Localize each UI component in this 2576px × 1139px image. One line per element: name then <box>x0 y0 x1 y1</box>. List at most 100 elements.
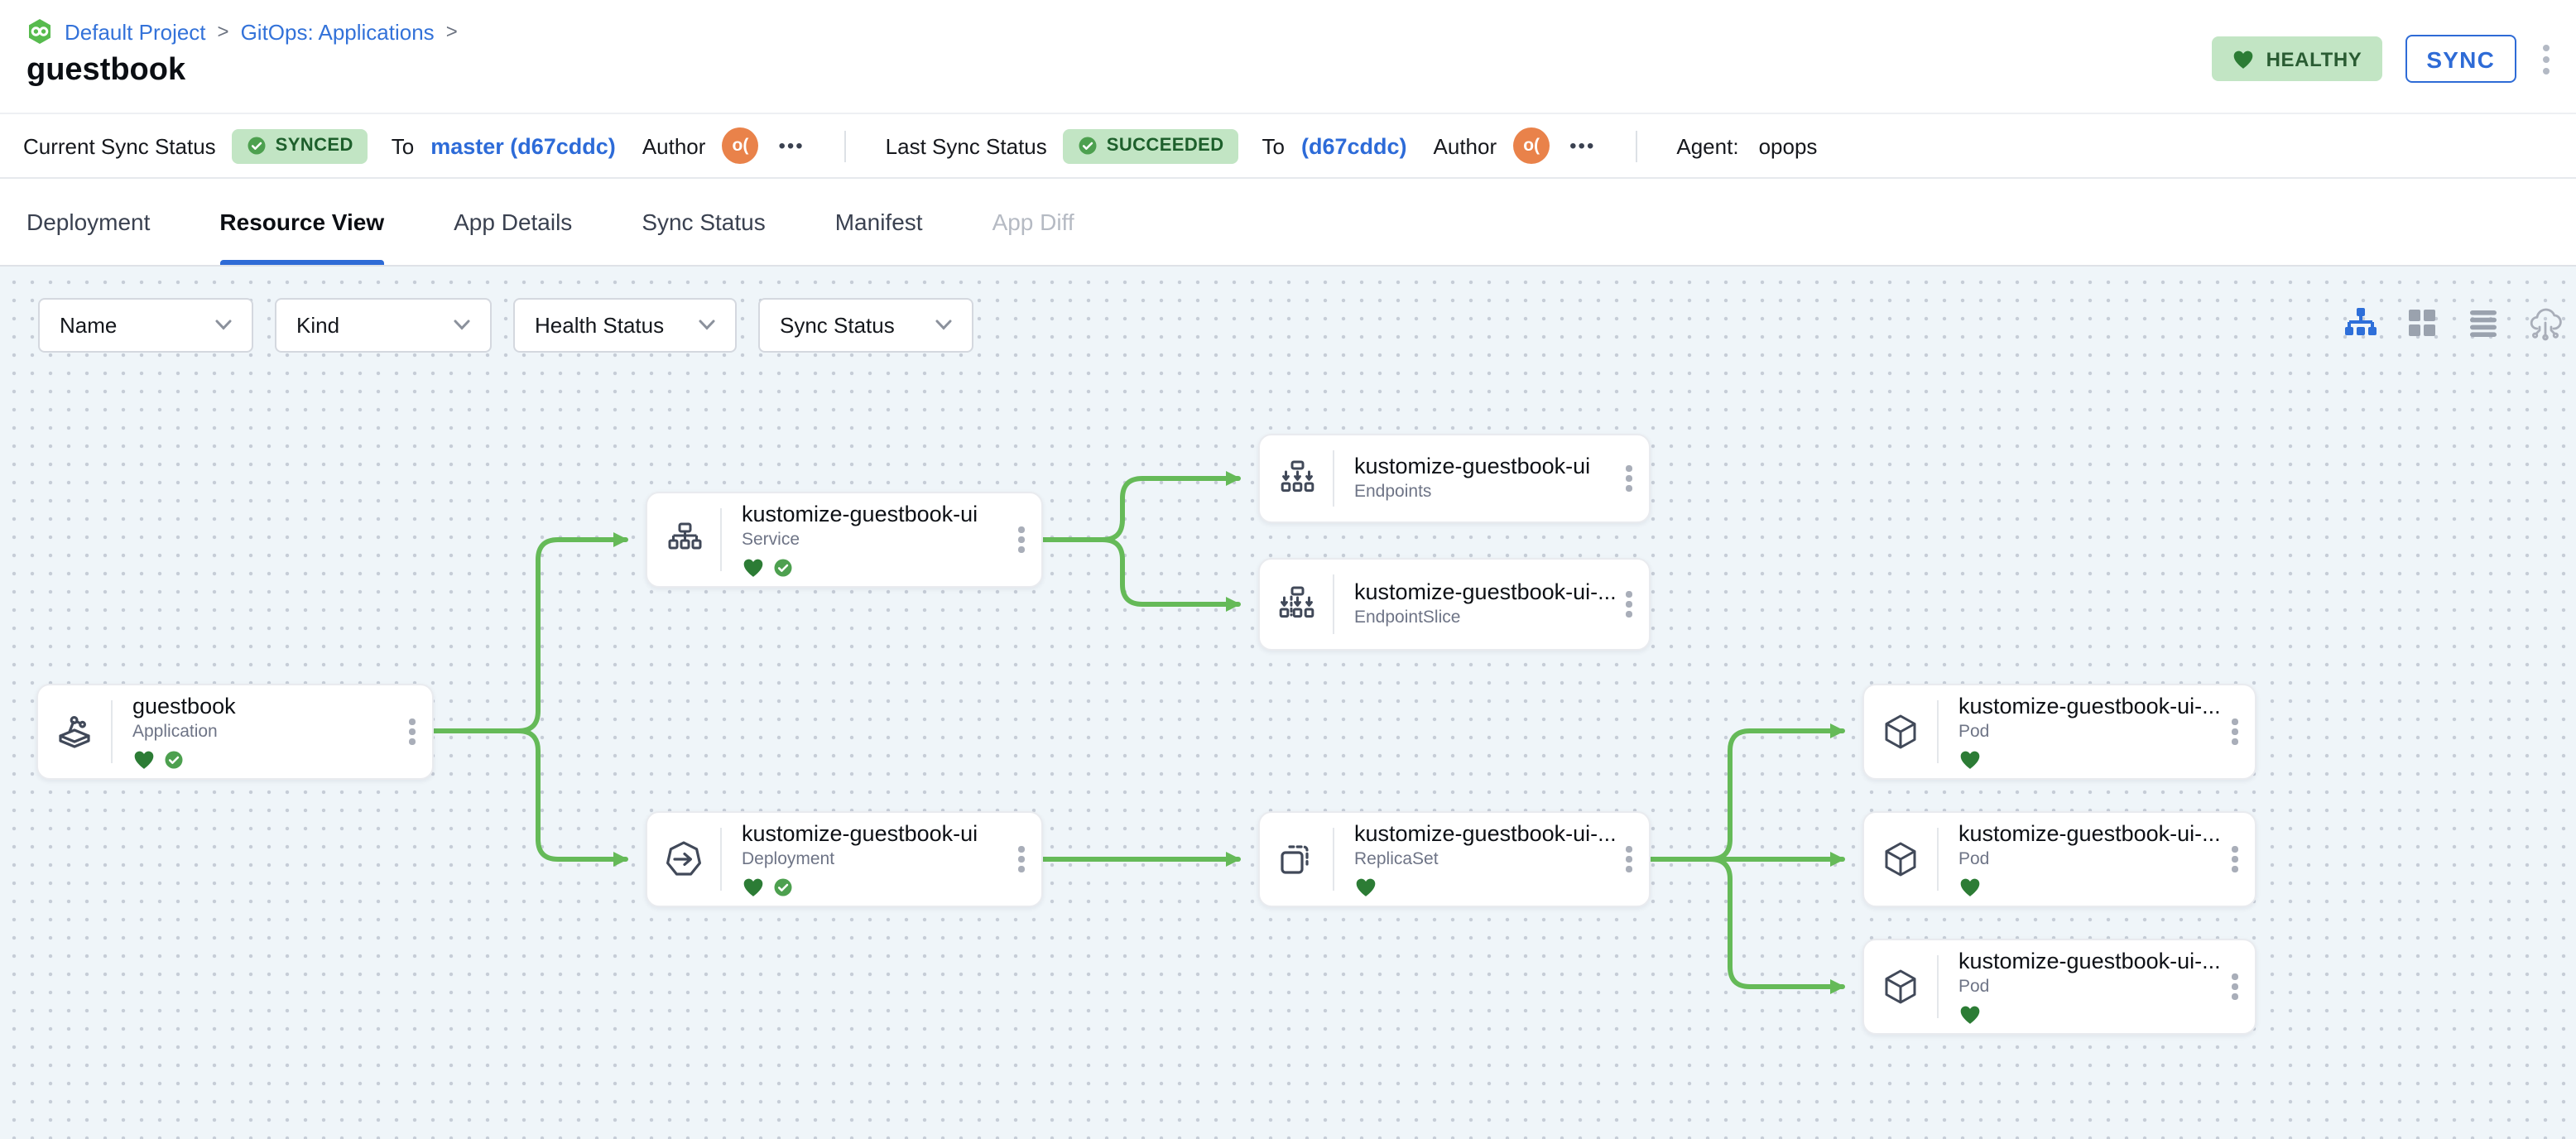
filter-label: Kind <box>296 313 340 338</box>
node-pod-3[interactable]: kustomize-guestbook-ui-... Pod <box>1862 939 2256 1035</box>
node-endpoints[interactable]: kustomize-guestbook-ui Endpoints <box>1258 434 1651 523</box>
node-status-icons <box>132 747 392 771</box>
healthy-heart-icon <box>134 751 154 769</box>
divider <box>1333 574 1334 634</box>
sync-status-filter-dropdown[interactable]: Sync Status <box>758 298 973 353</box>
pod-icon <box>1864 685 1937 778</box>
sync-button[interactable]: SYNC <box>2405 35 2516 83</box>
grid-view-icon[interactable] <box>2405 306 2439 339</box>
tab-resource-view[interactable]: Resource View <box>219 179 385 265</box>
node-kebab-menu[interactable] <box>1002 813 1041 906</box>
endpointslice-icon <box>1260 560 1333 649</box>
node-endpointslice[interactable]: kustomize-guestbook-ui-... EndpointSlice <box>1258 558 1651 651</box>
header-kebab-menu-icon[interactable] <box>2540 37 2553 80</box>
health-status-filter-dropdown[interactable]: Health Status <box>513 298 737 353</box>
node-deployment[interactable]: kustomize-guestbook-ui Deployment <box>646 811 1043 907</box>
node-service[interactable]: kustomize-guestbook-ui Service <box>646 492 1043 588</box>
list-view-icon[interactable] <box>2467 306 2500 339</box>
kind-filter-dropdown[interactable]: Kind <box>275 298 492 353</box>
heart-icon <box>2232 48 2255 70</box>
breadcrumb: Default Project > GitOps: Applications > <box>26 0 2550 45</box>
node-title: kustomize-guestbook-ui <box>742 820 978 845</box>
node-kind: Application <box>132 721 218 741</box>
breadcrumb-project-link[interactable]: Default Project <box>65 19 206 44</box>
divider <box>1937 828 1939 891</box>
page-title: guestbook <box>26 53 186 88</box>
node-kind: Deployment <box>742 848 835 868</box>
node-kind: Pod <box>1958 976 1990 996</box>
node-title: kustomize-guestbook-ui-... <box>1958 693 2221 718</box>
agent-label: Agent: <box>1676 133 1739 158</box>
last-sync-status-label: Last Sync Status <box>885 133 1047 158</box>
node-status-icons <box>1958 747 2215 771</box>
tab-sync-status[interactable]: Sync Status <box>642 209 766 235</box>
pod-icon <box>1864 940 1937 1033</box>
node-kebab-menu[interactable] <box>2215 685 2255 778</box>
cloud-view-icon[interactable] <box>2528 306 2562 341</box>
chevron-down-icon <box>454 320 470 330</box>
divider <box>720 828 722 891</box>
commit-message-ellipsis[interactable]: ••• <box>778 134 805 157</box>
node-kebab-menu[interactable] <box>1609 435 1649 521</box>
node-kebab-menu[interactable] <box>1002 493 1041 586</box>
healthy-heart-icon <box>1960 878 1980 896</box>
page-header: Default Project > GitOps: Applications >… <box>0 0 2576 114</box>
filter-label: Name <box>60 313 118 338</box>
node-title: kustomize-guestbook-ui <box>1354 454 1591 478</box>
resource-graph-canvas[interactable]: Name Kind Health Status Sync Status <box>0 267 2576 1139</box>
node-kind: Pod <box>1958 848 1990 868</box>
endpoints-icon <box>1260 435 1333 521</box>
node-kebab-menu[interactable] <box>1609 813 1649 906</box>
filter-label: Sync Status <box>780 313 895 338</box>
node-kebab-menu[interactable] <box>2215 813 2255 906</box>
node-kebab-menu[interactable] <box>2215 940 2255 1033</box>
node-kebab-menu[interactable] <box>392 685 432 778</box>
author-avatar: o( <box>1513 127 1550 164</box>
node-kebab-menu[interactable] <box>1609 560 1649 649</box>
node-title: kustomize-guestbook-ui-... <box>1958 820 2221 845</box>
deployment-icon <box>647 813 720 906</box>
tab-manifest[interactable]: Manifest <box>834 209 923 235</box>
app-tabs: Deployment Resource View App Details Syn… <box>0 179 2576 267</box>
node-title: guestbook <box>132 693 236 718</box>
node-kind: Pod <box>1958 721 1990 741</box>
node-title: kustomize-guestbook-ui-... <box>1354 579 1617 604</box>
node-kind: ReplicaSet <box>1354 848 1439 868</box>
divider <box>843 130 846 161</box>
sync-status-bar: Current Sync Status SYNCED To master (d6… <box>0 114 2576 179</box>
succeeded-badge: SUCCEEDED <box>1063 128 1239 163</box>
tab-app-details[interactable]: App Details <box>454 209 573 235</box>
name-filter-dropdown[interactable]: Name <box>38 298 253 353</box>
to-label: To <box>391 133 415 158</box>
node-pod-1[interactable]: kustomize-guestbook-ui-... Pod <box>1862 684 2256 780</box>
current-sync-target-link[interactable]: master (d67cddc) <box>430 133 616 158</box>
node-kind: EndpointSlice <box>1354 608 1461 627</box>
healthy-heart-icon <box>743 878 763 896</box>
divider <box>720 508 722 571</box>
healthy-heart-icon <box>1960 1006 1980 1024</box>
node-title: kustomize-guestbook-ui-... <box>1354 820 1617 845</box>
divider <box>1937 955 1939 1018</box>
hierarchy-view-icon[interactable] <box>2344 306 2377 339</box>
tab-deployment[interactable]: Deployment <box>26 209 151 235</box>
node-application-guestbook[interactable]: guestbook Application <box>36 684 434 780</box>
healthy-heart-icon <box>1356 878 1376 896</box>
agent-value: opops <box>1758 133 1818 158</box>
node-replicaset[interactable]: kustomize-guestbook-ui-... ReplicaSet <box>1258 811 1651 907</box>
node-status-icons <box>1958 875 2215 898</box>
current-sync-status-label: Current Sync Status <box>23 133 216 158</box>
chevron-down-icon <box>935 320 952 330</box>
breadcrumb-section-link[interactable]: GitOps: Applications <box>240 19 435 44</box>
pod-icon <box>1864 813 1937 906</box>
node-status-icons <box>1958 1002 2215 1026</box>
node-status-icons <box>742 555 1002 579</box>
healthy-heart-icon <box>743 559 763 577</box>
divider <box>1635 130 1637 161</box>
last-sync-target-link[interactable]: (d67cddc) <box>1301 133 1407 158</box>
commit-message-ellipsis[interactable]: ••• <box>1569 134 1596 157</box>
synced-check-icon <box>774 877 792 896</box>
synced-check-icon <box>165 750 183 768</box>
node-pod-2[interactable]: kustomize-guestbook-ui-... Pod <box>1862 811 2256 907</box>
node-kind: Service <box>742 529 800 549</box>
